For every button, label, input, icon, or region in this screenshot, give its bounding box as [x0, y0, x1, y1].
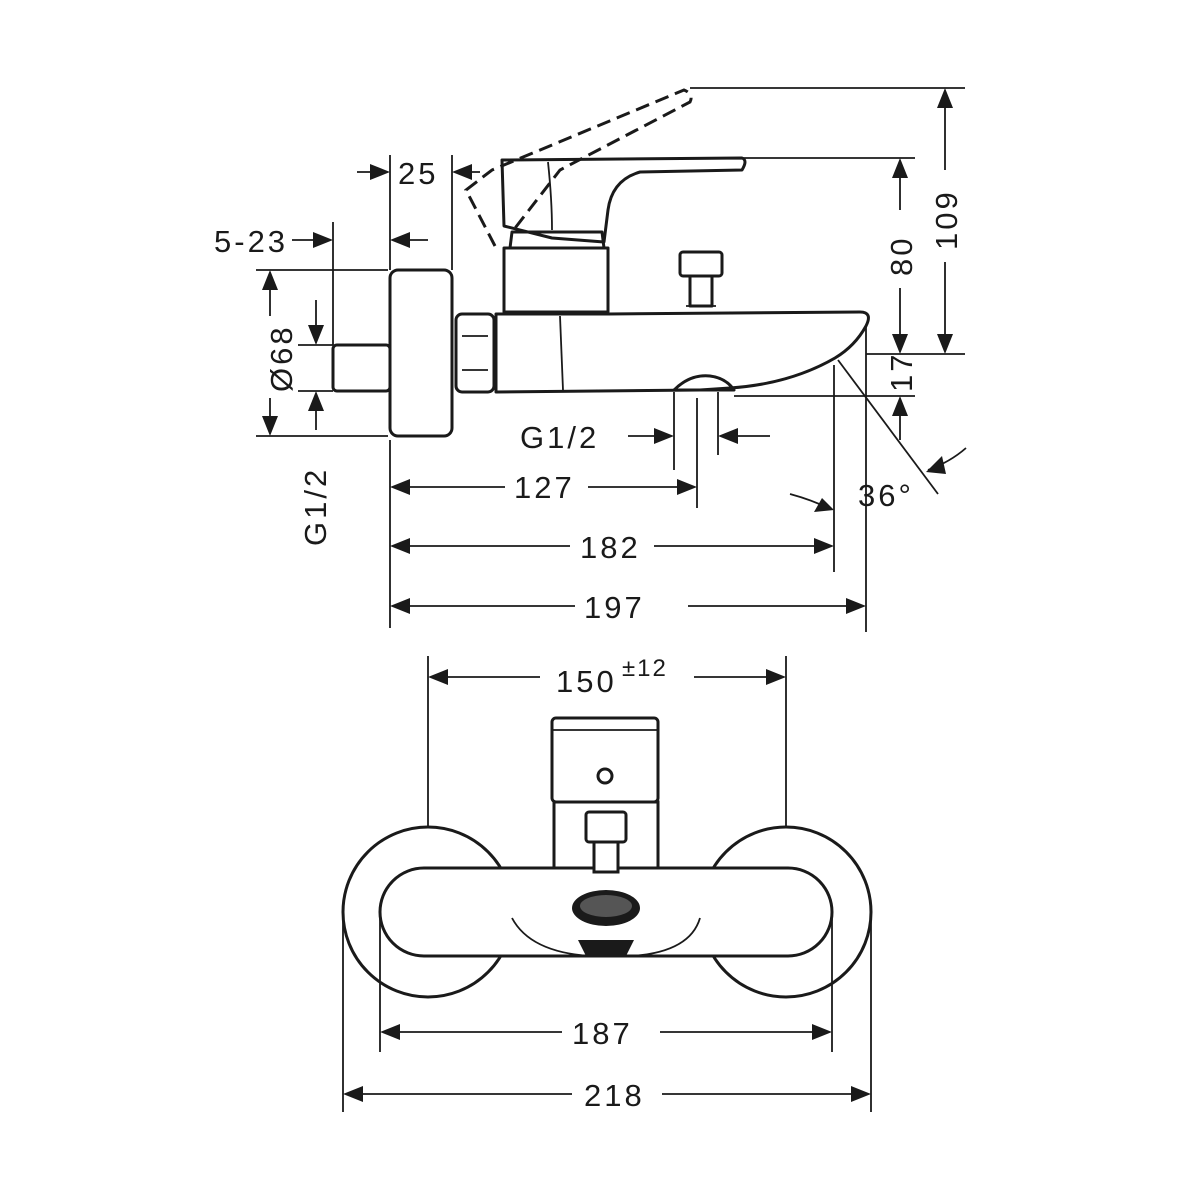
spout-body [494, 310, 870, 394]
dim-17: 17 [884, 352, 919, 392]
dim-g12-connection: G1/2 [298, 467, 333, 546]
hex-nut [454, 312, 496, 394]
dim-80: 80 [884, 236, 919, 276]
dim-diameter-68: Ø68 [264, 324, 299, 392]
dim-197: 197 [584, 590, 645, 625]
dim-150-tolerance: ±12 [622, 655, 668, 682]
dim-g12-outlet: G1/2 [520, 420, 599, 455]
dim-182: 182 [580, 530, 641, 565]
aerator-outlet [672, 374, 736, 392]
dim-218: 218 [584, 1078, 645, 1113]
dim-187: 187 [572, 1016, 633, 1051]
dim-25: 25 [398, 156, 438, 191]
front-outlet-base [578, 940, 634, 956]
wall-flange [388, 268, 454, 438]
dim-36-degrees: 36° [858, 478, 914, 513]
side-view: 25 5-23 Ø68 G1/2 G1/2 127 182 197 80 109… [214, 87, 967, 632]
connection-stub [331, 343, 392, 393]
dim-109: 109 [929, 189, 964, 250]
dim-150: 150 [556, 664, 617, 699]
mixer-column [502, 246, 610, 314]
front-diverter-stem [592, 840, 620, 874]
front-handle-dot [596, 767, 614, 785]
front-view: 150 ±12 187 218 [341, 655, 873, 1113]
lever-raised-outline [464, 88, 693, 247]
dim-5-23: 5-23 [214, 224, 288, 259]
diverter-knob [678, 250, 724, 278]
side-dimension-lines [256, 87, 967, 632]
dim-127: 127 [514, 470, 575, 505]
lever-handle [500, 156, 747, 244]
diverter-stem [688, 274, 714, 308]
front-dimension-lines [342, 656, 872, 1112]
